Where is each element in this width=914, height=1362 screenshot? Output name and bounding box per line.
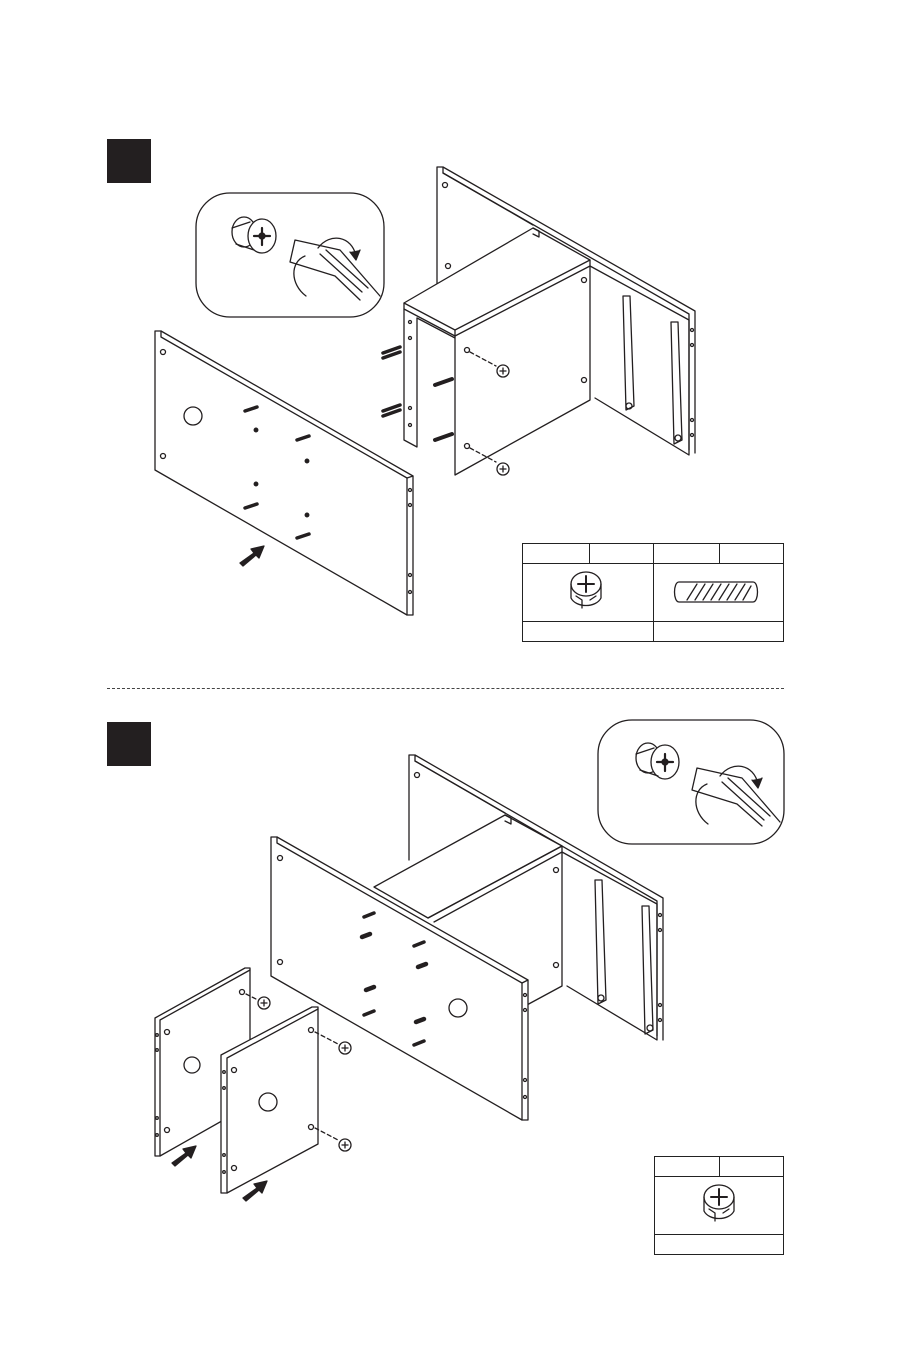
cam-lock-icon xyxy=(571,572,601,608)
screwdriver-icon xyxy=(290,240,380,300)
push-arrow-icon xyxy=(240,546,264,566)
cam-lock-icon xyxy=(232,217,276,253)
rotate-arrow-icon xyxy=(720,766,762,788)
push-arrow-icon xyxy=(172,1146,196,1166)
dowel-icon xyxy=(675,582,758,602)
step-1-frame xyxy=(383,167,695,475)
step-1-detail-bubble xyxy=(196,193,384,317)
step-1-front-panel xyxy=(155,331,413,615)
screwdriver-icon xyxy=(692,768,780,826)
push-arrow-icon xyxy=(243,1181,267,1201)
cam-lock-icon xyxy=(636,743,679,779)
rotate-arrow-icon xyxy=(318,238,360,260)
step-2-detail-bubble xyxy=(598,720,784,844)
cam-lock-icon xyxy=(704,1185,734,1221)
